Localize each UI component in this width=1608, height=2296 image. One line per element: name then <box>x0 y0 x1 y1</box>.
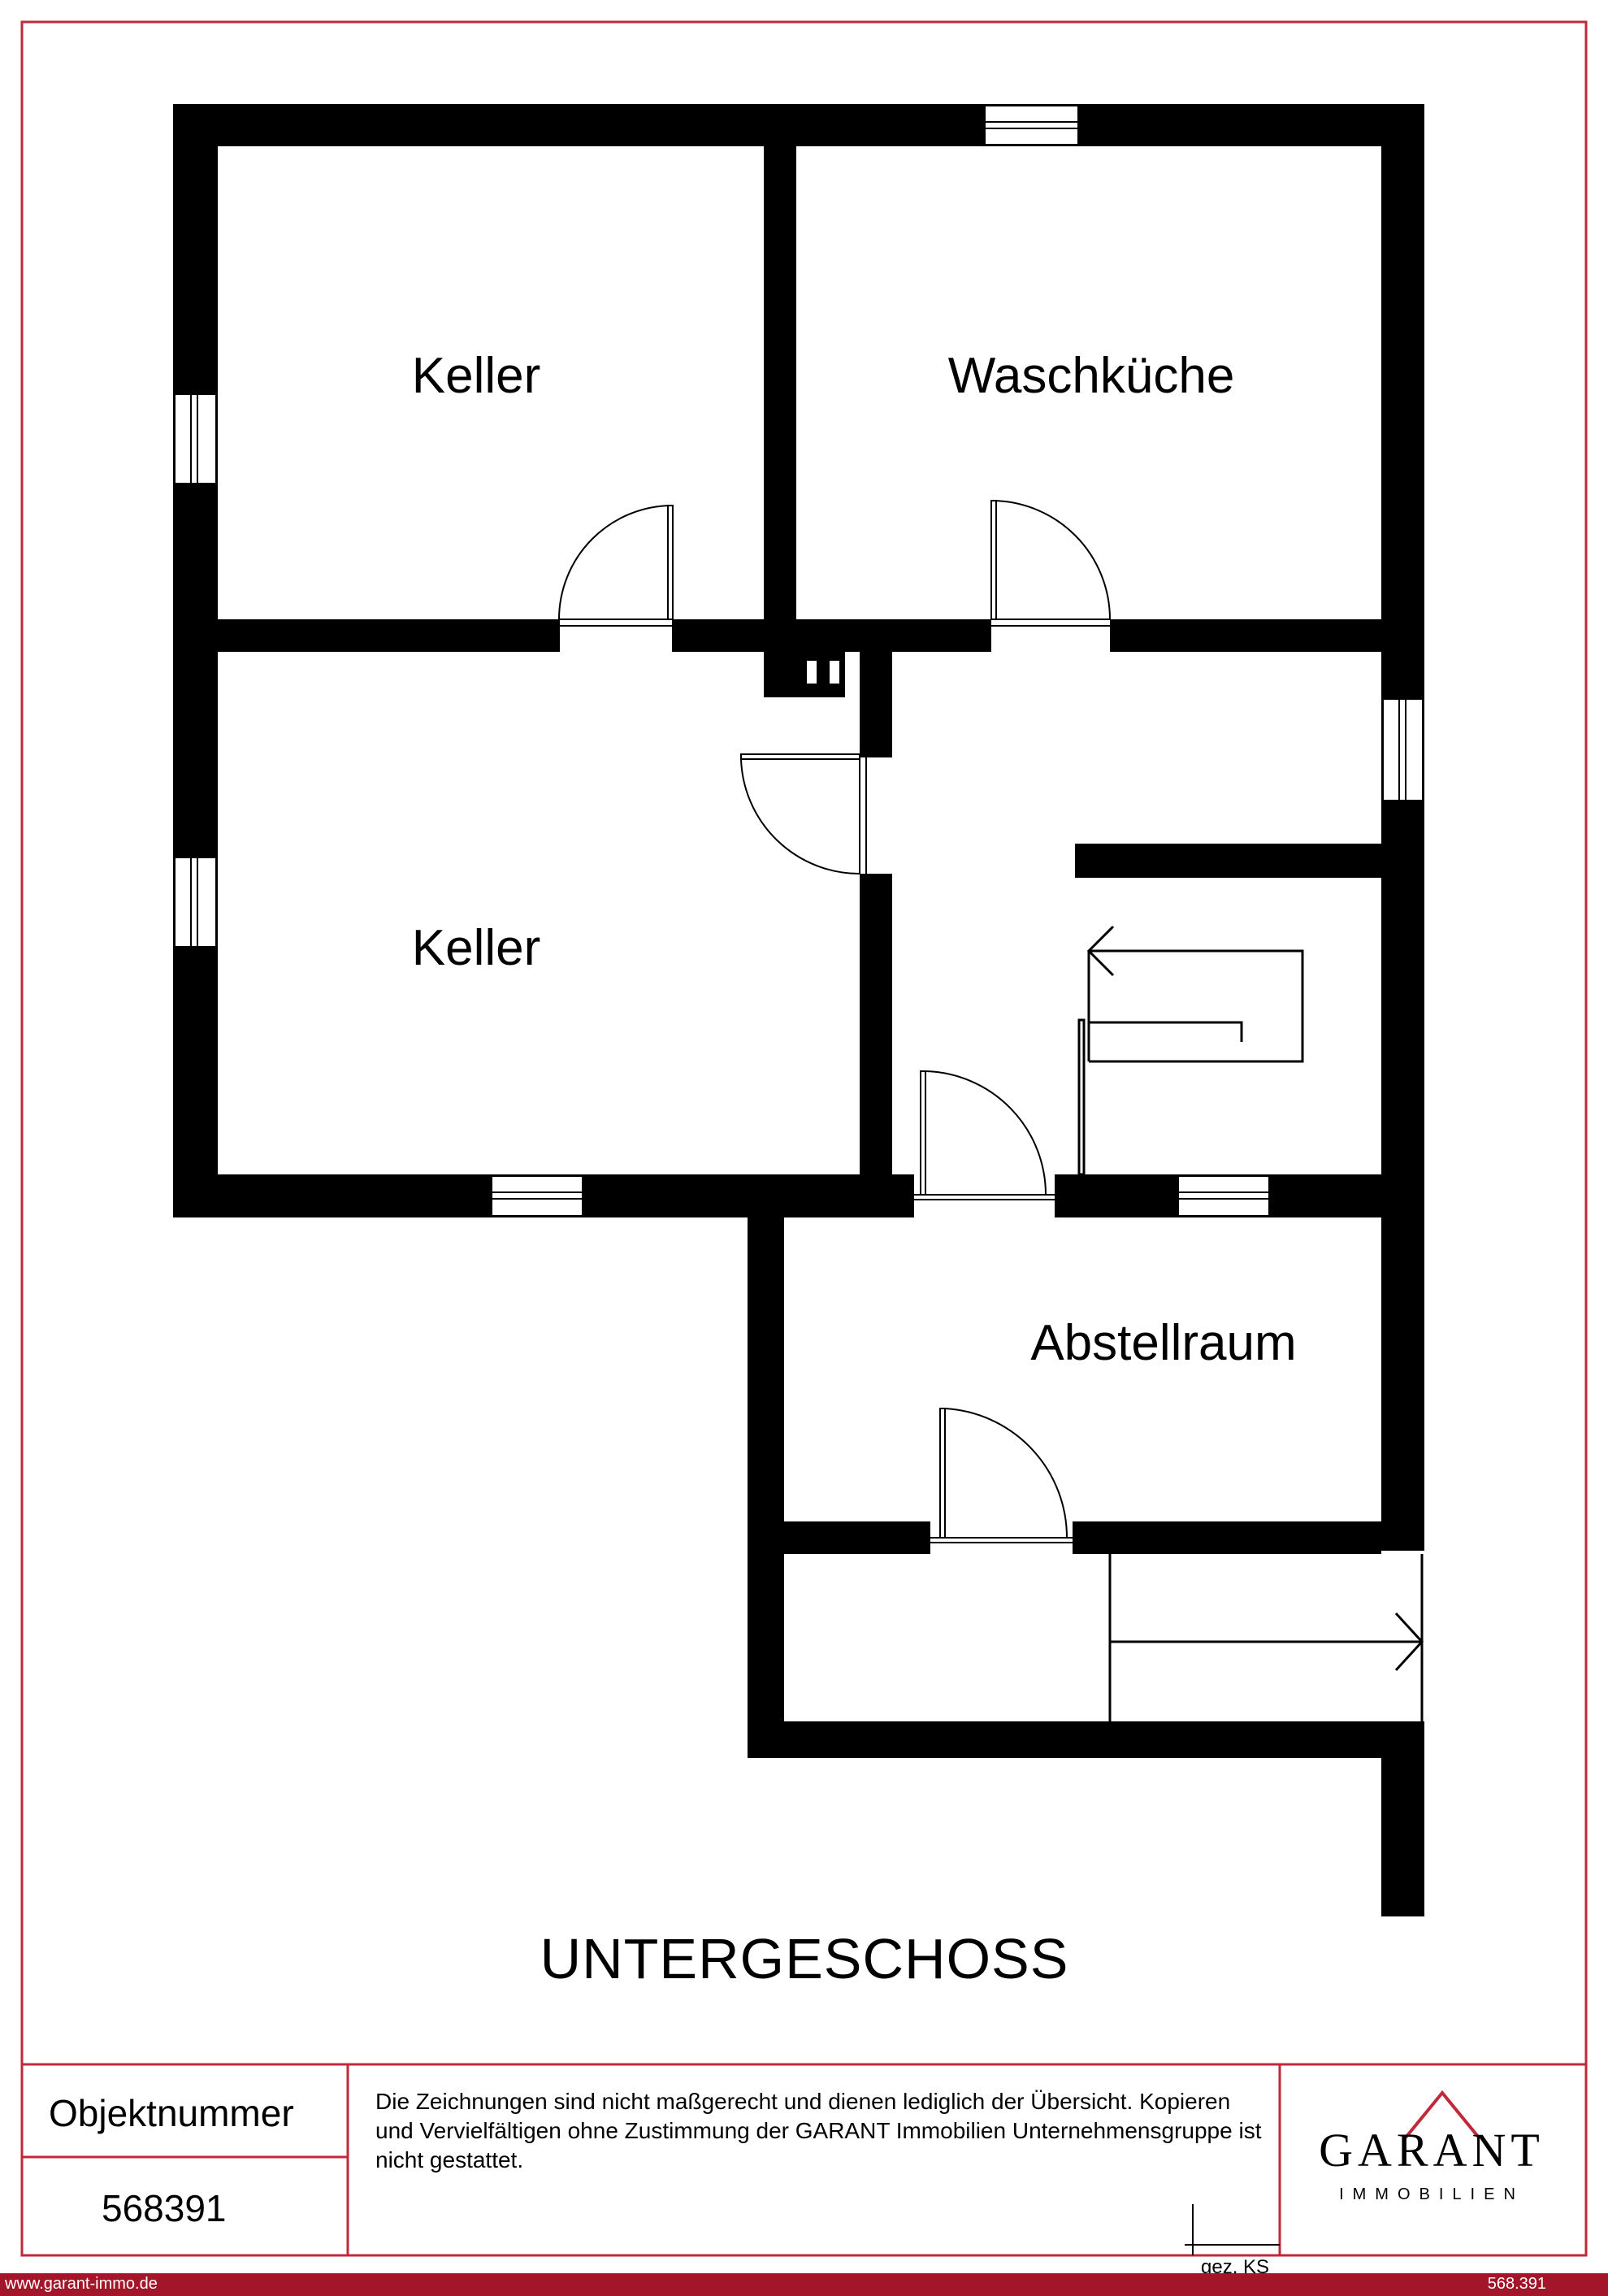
floor-title: UNTERGESCHOSS <box>540 1927 1069 1990</box>
disclaimer-text: Die Zeichnungen sind nicht maßgerecht un… <box>375 2089 1262 2172</box>
footer-bar <box>0 2273 1608 2296</box>
logo-word: GARANT <box>1319 2124 1545 2177</box>
room-label-abstellraum: Abstellraum <box>1030 1315 1297 1371</box>
logo-sub: IMMOBILIEN <box>1339 2185 1524 2203</box>
room-label-keller-bottom: Keller <box>411 920 541 976</box>
room-label-waschkueche: Waschküche <box>947 348 1235 404</box>
footer-url[interactable]: www.garant-immo.de <box>5 2275 158 2293</box>
garant-logo: GARANT IMMOBILIEN <box>1310 2082 1554 2208</box>
object-number-value: 568391 <box>102 2187 227 2229</box>
footer-id: 568.391 <box>1487 2275 1546 2293</box>
object-number-label: Objektnummer <box>49 2092 294 2134</box>
room-label-keller-top: Keller <box>411 348 541 404</box>
floor-plan <box>173 104 1424 1916</box>
